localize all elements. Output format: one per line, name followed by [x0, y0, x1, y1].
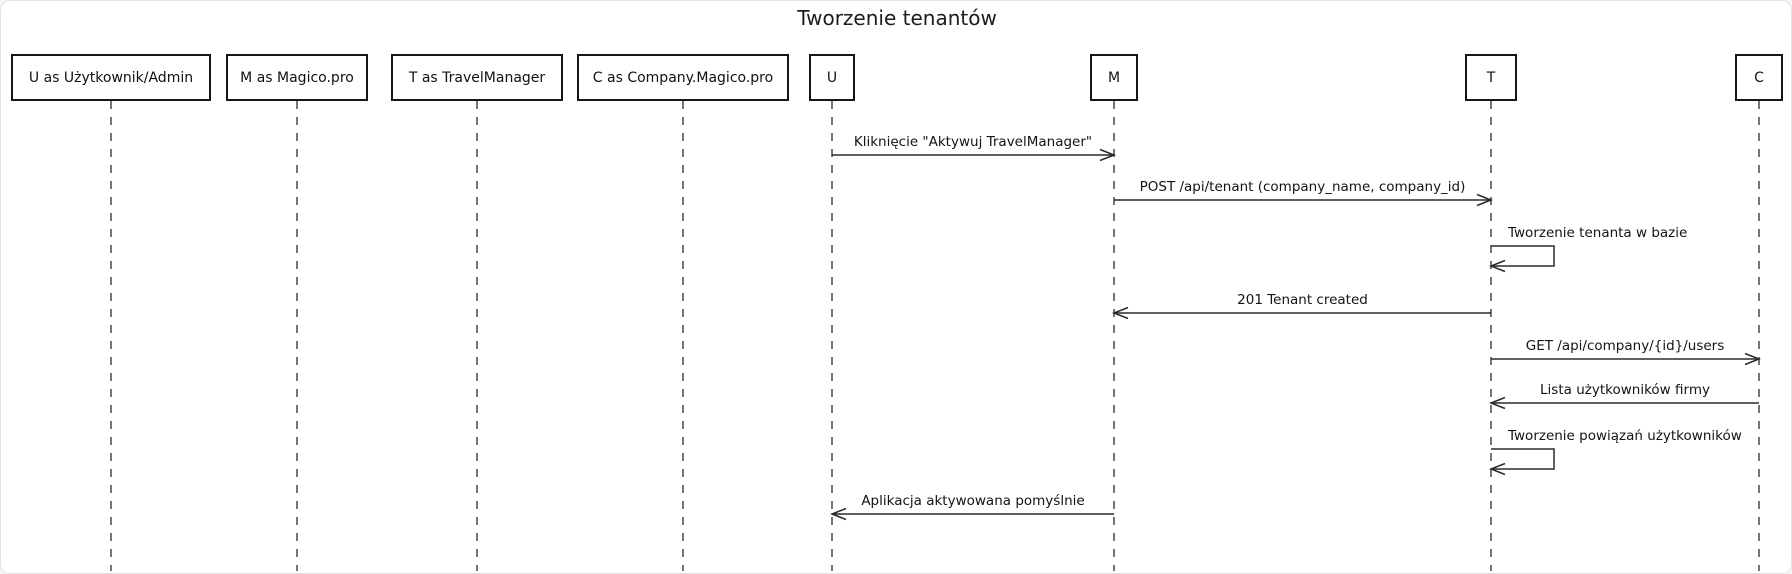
actor-box-CA: C as Company.Magico.pro — [577, 54, 789, 101]
message-label-0: Kliknięcie "Aktywuj TravelManager" — [853, 134, 1093, 150]
actor-box-UA: U as Użytkownik/Admin — [11, 54, 211, 101]
message-arrowhead-3 — [1111, 306, 1129, 320]
message-arrowhead-4 — [1744, 352, 1762, 366]
message-label-4: GET /api/company/{id}/users — [1525, 338, 1725, 354]
diagram-title: Tworzenie tenantów — [797, 6, 997, 30]
self-message-loop-6 — [1491, 448, 1555, 470]
message-arrowhead-2 — [1488, 259, 1506, 273]
message-label-3: 201 Tenant created — [1237, 292, 1368, 308]
message-label-7: Aplikacja aktywowana pomyślnie — [861, 493, 1085, 509]
message-arrowhead-7 — [829, 507, 847, 521]
actor-box-C: C — [1735, 54, 1783, 101]
self-message-loop-2 — [1491, 245, 1555, 267]
message-label-2: Tworzenie tenanta w bazie — [1508, 225, 1688, 241]
message-arrowhead-0 — [1099, 148, 1117, 162]
actor-box-TA: T as TravelManager — [391, 54, 563, 101]
actor-box-MA: M as Magico.pro — [226, 54, 368, 101]
message-label-5: Lista użytkowników firmy — [1540, 382, 1710, 398]
message-arrowhead-6 — [1488, 462, 1506, 476]
message-arrowhead-1 — [1476, 193, 1494, 207]
message-label-1: POST /api/tenant (company_name, company_… — [1139, 179, 1466, 195]
message-arrowhead-5 — [1488, 396, 1506, 410]
actor-box-U: U — [809, 54, 855, 101]
actor-box-T: T — [1465, 54, 1517, 101]
message-label-6: Tworzenie powiązań użytkowników — [1508, 428, 1742, 444]
actor-box-M: M — [1090, 54, 1138, 101]
